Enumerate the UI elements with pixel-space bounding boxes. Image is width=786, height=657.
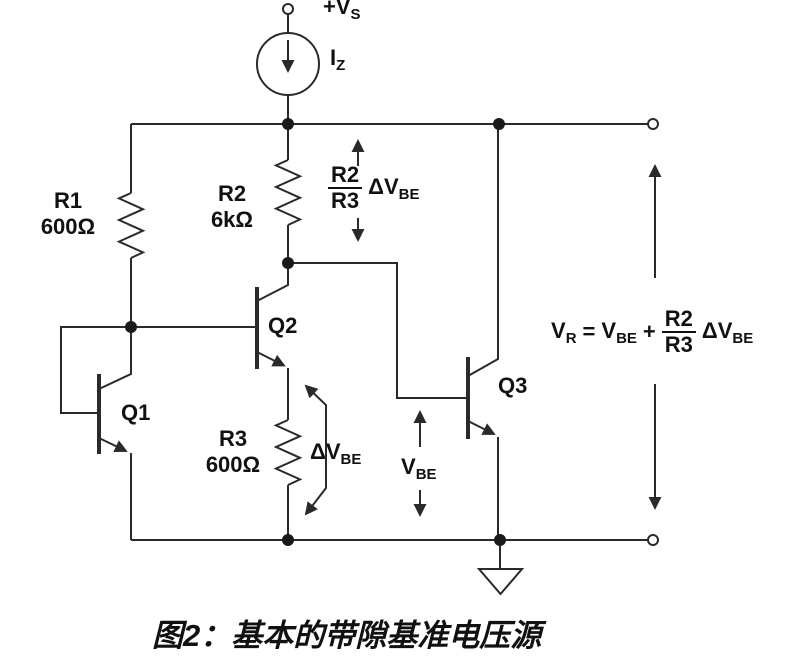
q2-label: Q2	[268, 313, 298, 338]
formula-vr: VR	[551, 317, 577, 347]
supply-terminal	[282, 3, 294, 15]
resistor-r2	[273, 159, 303, 226]
current-label: IZ	[330, 45, 346, 74]
junction-dot	[494, 534, 506, 546]
formula-vbe: VBE	[601, 317, 637, 347]
q2-collector	[256, 263, 289, 302]
resistor-r3	[273, 419, 303, 486]
r1-value: 600Ω	[40, 214, 96, 239]
q3-emitter	[467, 420, 496, 435]
r2-value: 6kΩ	[210, 207, 254, 232]
ground-symbol	[476, 568, 525, 596]
junction-dot	[282, 257, 294, 269]
formula-delta-vbe: ΔVBE	[701, 317, 754, 347]
r3-value: 600Ω	[205, 452, 261, 477]
junction-dot	[493, 118, 505, 130]
r3-designator: R3	[218, 426, 248, 451]
r2-designator: R2	[217, 181, 247, 206]
formula-plus: +	[642, 319, 656, 344]
figure-caption: 图2：基本的带隙基准电压源	[152, 618, 542, 653]
ratio-delta-vbe: ΔVBE	[368, 173, 420, 203]
r1-bottom-lead-q1-collector	[98, 258, 132, 390]
delta-vbe-label: ΔVBE	[310, 439, 362, 468]
q1-base-loop-wire	[60, 326, 257, 414]
q3-collector-lead	[467, 124, 499, 377]
vbe-label: VBE	[401, 454, 437, 483]
r1-label: R1 600Ω	[26, 188, 110, 240]
supply-label: +VS	[323, 0, 361, 23]
junction-dot	[125, 321, 137, 333]
q1-label: Q1	[121, 400, 151, 425]
output-terminal-top	[647, 118, 659, 130]
resistor-r1	[116, 192, 146, 259]
q2-emitter	[256, 351, 286, 367]
q3-label: Q3	[498, 373, 528, 398]
r2-to-q3-base-wire	[288, 262, 466, 399]
junction-dot	[282, 534, 294, 546]
r2-label: R2 6kΩ	[190, 181, 274, 233]
junction-dot	[282, 118, 294, 130]
q1-emitter	[98, 437, 128, 453]
formula-equals: =	[582, 319, 596, 344]
r1-designator: R1	[53, 188, 83, 213]
delta-vbe-bracket-arrow	[304, 384, 327, 516]
r3-label: R3 600Ω	[191, 426, 275, 478]
output-terminal-bottom	[647, 534, 659, 546]
